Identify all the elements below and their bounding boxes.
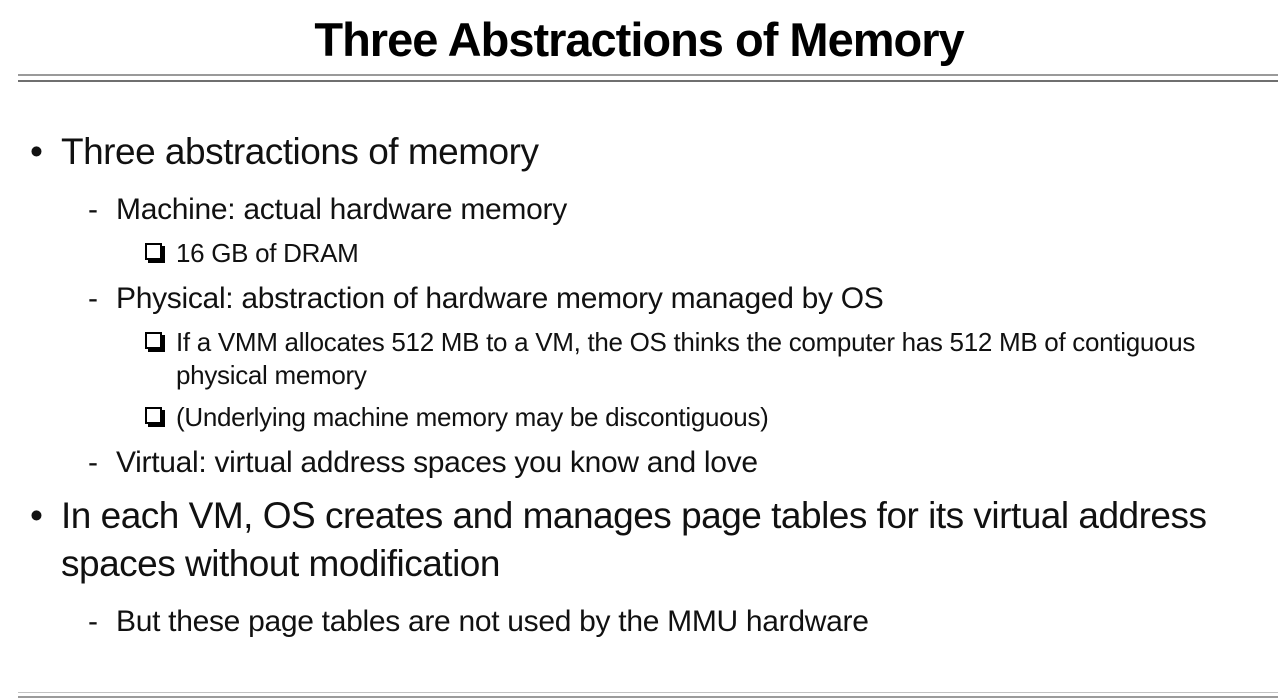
slide-title: Three Abstractions of Memory (314, 13, 964, 66)
bullet-item: • Three abstractions of memory (0, 128, 1268, 176)
sub-sub-bullet-item: If a VMM allocates 512 MB to a VM, the O… (0, 326, 1268, 394)
sub-bullet-item: - Physical: abstraction of hardware memo… (0, 279, 1268, 318)
sub-sub-bullet-item: (Underlying machine memory may be discon… (0, 401, 1268, 435)
shadowed-square-icon (145, 401, 176, 425)
bullet-item: • In each VM, OS creates and manages pag… (0, 492, 1268, 588)
slide-body: • Three abstractions of memory - Machine… (0, 128, 1278, 641)
sub-bullet-text: Virtual: virtual address spaces you know… (116, 445, 758, 479)
dash-icon: - (88, 605, 98, 639)
title-divider-double-rule (18, 73, 1278, 82)
sub-bullet-text: But these page tables are not used by th… (116, 605, 869, 639)
footer-divider-rule (18, 692, 1278, 698)
bullet-text: Three abstractions of memory (61, 130, 539, 172)
shadowed-square-icon (145, 326, 176, 349)
dash-icon: - (88, 192, 98, 226)
sub-sub-bullet-text: (Underlying machine memory may be discon… (176, 402, 769, 433)
bullet-dot-icon: • (30, 130, 43, 172)
sub-sub-bullet-text: 16 GB of DRAM (176, 237, 359, 268)
sub-bullet-item: - Virtual: virtual address spaces you kn… (0, 443, 1268, 482)
sub-bullet-text: Machine: actual hardware memory (116, 192, 567, 226)
dash-icon: - (88, 281, 98, 315)
sub-sub-bullet-item: 16 GB of DRAM (0, 237, 1268, 271)
dash-icon: - (88, 445, 98, 479)
shadowed-square-icon (145, 237, 176, 260)
sub-sub-bullet-text: If a VMM allocates 512 MB to a VM, the O… (176, 326, 1196, 391)
bullet-dot-icon: • (30, 494, 43, 536)
sub-bullet-item: - But these page tables are not used by … (0, 602, 1268, 641)
bullet-text: In each VM, OS creates and manages page … (61, 494, 1207, 585)
sub-bullet-text: Physical: abstraction of hardware memory… (116, 281, 884, 315)
sub-bullet-item: - Machine: actual hardware memory (0, 190, 1268, 229)
